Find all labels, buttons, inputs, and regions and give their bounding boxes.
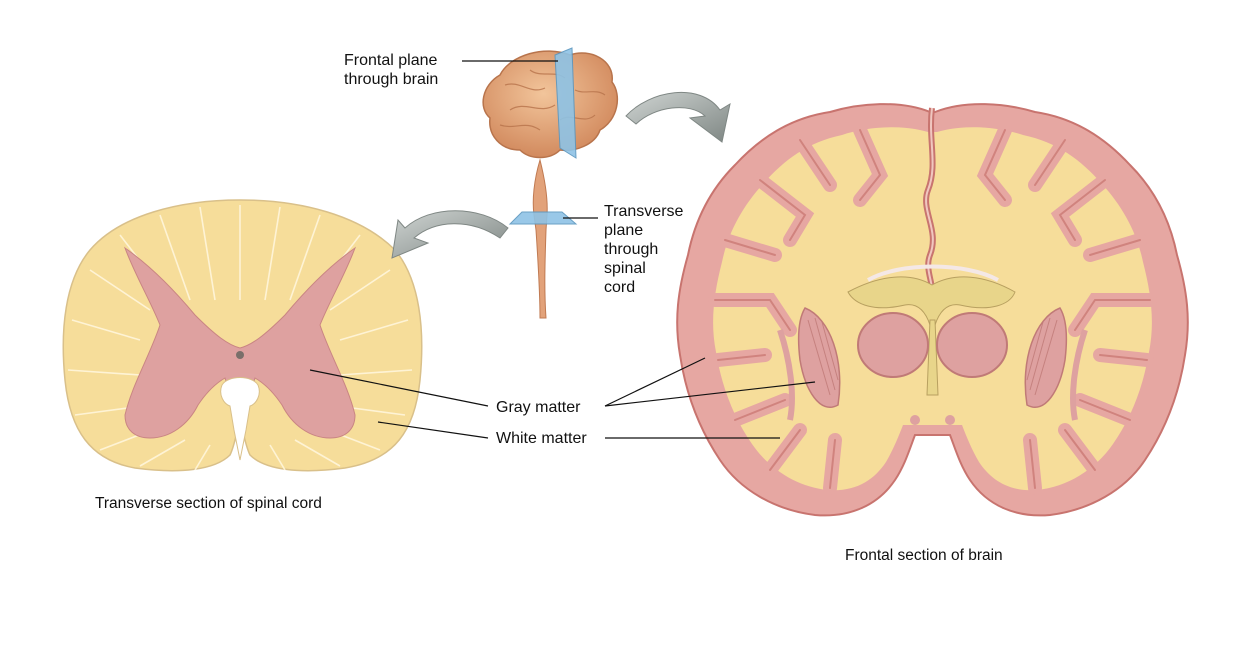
label-transverse-plane-line5: cord [604, 279, 636, 296]
thalamus-left [857, 312, 929, 378]
central-canal [236, 351, 244, 359]
whole-brain-illustration [482, 47, 619, 319]
lateral-ventricles [847, 276, 1016, 326]
arrow-to-brain-section [625, 91, 731, 143]
brain-exterior [482, 50, 619, 159]
label-gray-matter: Gray matter [496, 399, 581, 416]
label-transverse-plane-line4: spinal [604, 260, 646, 277]
label-transverse-plane-line3: through [604, 241, 659, 258]
thalamus-right [936, 312, 1008, 378]
arrow-to-spinal-section [391, 210, 509, 259]
caption-spinal-cord: Transverse section of spinal cord [95, 495, 322, 512]
frontal-plane [554, 47, 577, 159]
label-transverse-plane-line2: plane [604, 222, 644, 239]
brain-frontal-section [676, 103, 1189, 517]
label-transverse-plane: Transverse plane through spinal cord [604, 202, 683, 297]
transverse-plane [508, 211, 578, 225]
third-ventricle [926, 319, 939, 396]
label-frontal-plane-line2: through brain [344, 71, 439, 88]
spinal-cord-exterior [532, 158, 548, 319]
leader-lines [309, 60, 816, 439]
label-white-matter: White matter [496, 430, 587, 447]
spinal-cord-section [62, 199, 423, 472]
spinal-cord-ventral-fissure [220, 377, 260, 461]
label-frontal-plane-line1: Frontal plane [344, 52, 438, 69]
caption-brain: Frontal section of brain [845, 547, 1003, 564]
spinal-cord-gray-matter [123, 246, 357, 439]
label-frontal-plane: Frontal plane through brain [344, 51, 438, 89]
label-transverse-plane-line1: Transverse [604, 203, 684, 220]
